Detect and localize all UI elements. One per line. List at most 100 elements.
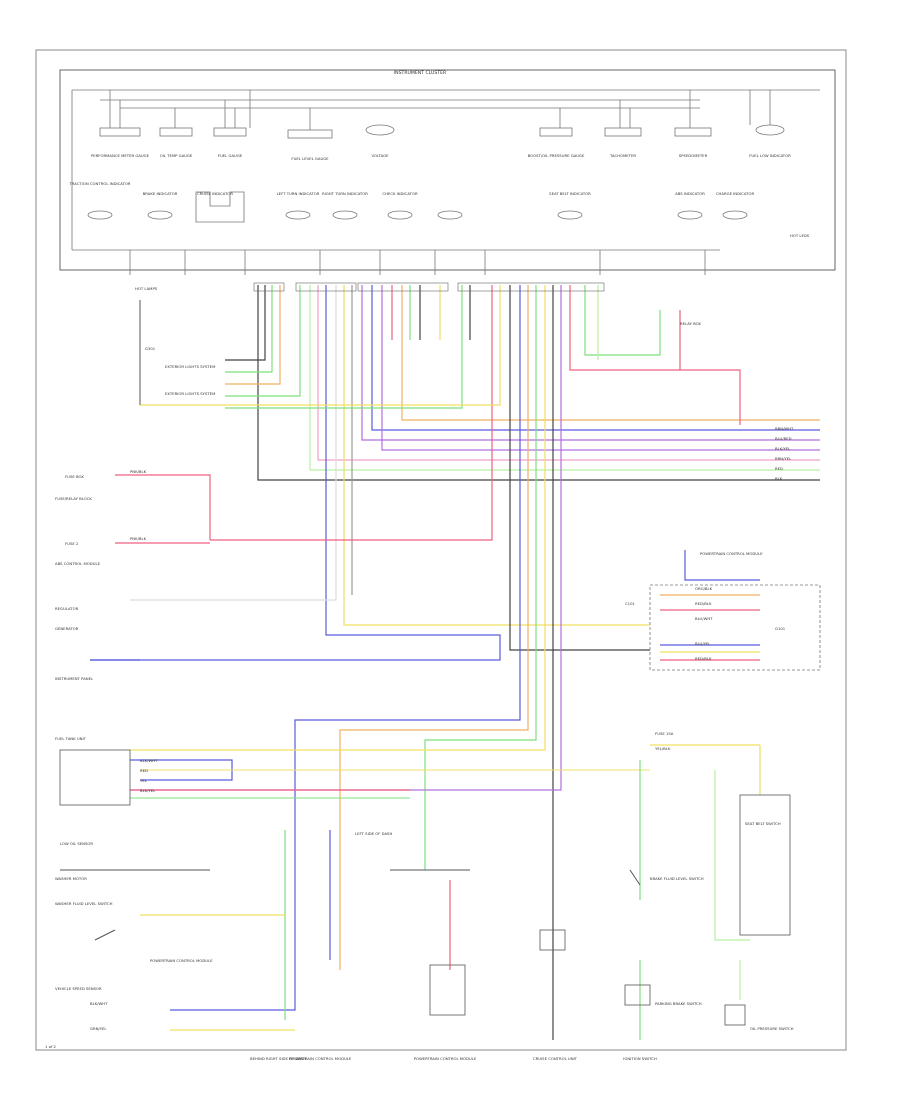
right-wire-label-0: BRN/WHT: [775, 426, 794, 431]
indicator-label-7: ABS INDICATOR: [675, 191, 705, 196]
instrument-cluster-title: INSTRUMENT CLUSTER: [394, 70, 447, 76]
pcm-left-sub-label: BEHIND RIGHT SIDE OF DASH: [250, 1056, 306, 1061]
wire-red-2: [210, 285, 493, 541]
indicator-bulb-3: [285, 210, 311, 220]
wire-black-5: [509, 285, 650, 651]
indicator-bulb-5: [387, 210, 413, 220]
wire-violet-1: [361, 285, 820, 441]
indicator-bulb-4: [332, 210, 358, 220]
wire-black-2: [225, 285, 266, 361]
outer-frame: [35, 49, 847, 1051]
seat-belt-label: SEAT BELT SWITCH: [745, 821, 781, 826]
page-number: 1 of 2: [45, 1044, 56, 1049]
fuel-tank-wire-3: BLK/YEL: [140, 788, 156, 793]
oil-pressure-label: OIL PRESSURE SWITCH: [750, 1026, 794, 1031]
wire-red-3: [569, 285, 680, 371]
wire-orange-1: [225, 285, 281, 385]
seat-belt-box: [739, 794, 791, 936]
gauge-label-7: SPEEDOMETER: [679, 153, 708, 158]
gauge-label-6: TACHOMETER: [609, 153, 636, 158]
fuel-tank-label: FUEL TANK UNIT: [55, 736, 87, 741]
brake-sw-label: BRAKE FLUID LEVEL SWITCH: [650, 876, 704, 881]
indicator-label-1: BRAKE INDICATOR: [143, 191, 178, 196]
cruise-label: CRUISE CONTROL UNIT: [533, 1056, 578, 1061]
fuel-tank-wire-2: YEL: [140, 778, 148, 783]
indicator-bulb-7: [557, 210, 583, 220]
gauge-label-5: BOOST/OIL PRESSURE GAUGE: [528, 153, 585, 158]
pcm-pin-0: ORG/BLK: [695, 586, 713, 591]
ext-lights-2-label: EXTERIOR LIGHTS SYSTEM: [165, 391, 215, 396]
generator-label: GENERATOR: [55, 626, 79, 631]
right-wire-label-2: BLK/YEL: [775, 446, 791, 451]
hot-lamps-label: HOT LAMPS: [135, 286, 158, 291]
indicator-label-4: RIGHT TURN INDICATOR: [322, 191, 368, 196]
connector-row: [253, 282, 605, 292]
fuel-tank-wire-0: BLK/WHT: [140, 758, 158, 763]
g301-label: G301: [145, 346, 156, 351]
wire-blue-2: [371, 285, 820, 431]
wash-fluid-switch: [94, 929, 116, 941]
fuse-2-wire-label: PNK/BLK: [130, 536, 147, 541]
brake-sw-switch: [629, 869, 641, 886]
indicator-bulb-9: [722, 210, 748, 220]
pcm-pin-1: RED/BLK: [695, 601, 712, 606]
gauge-boost-oil: [539, 127, 573, 137]
wire-yellow-3: [140, 285, 501, 406]
wire-green-2: [225, 285, 301, 397]
ext-lights-1-label: EXTERIOR LIGHTS SYSTEM: [165, 364, 215, 369]
pcm-right-label: POWERTRAIN CONTROL MODULE: [700, 551, 763, 556]
pcm-bottom2-label: POWERTRAIN CONTROL MODULE: [414, 1056, 477, 1061]
connector-4: [457, 282, 605, 292]
indicator-bulbs: [87, 191, 748, 223]
indicator-bulb-8: [677, 210, 703, 220]
wire-yellow-4: [130, 285, 546, 751]
wire-lightgreen-1: [309, 285, 820, 471]
indicator-label-5: CHECK INDICATOR: [382, 191, 418, 196]
right-wire-label-1: BLU/RED: [775, 436, 792, 441]
wire-red-5: [200, 474, 211, 540]
fuse-r-wire-label: YEL/BLK: [655, 746, 671, 751]
indicator-bulb-6: [437, 210, 463, 220]
gauge-label-2: FUEL GAUGE: [218, 153, 243, 158]
left-side-label: LEFT SIDE OF DASH: [355, 831, 392, 836]
wire-harness: [90, 285, 820, 1040]
wire-green-1: [225, 285, 273, 373]
cruise-box: [539, 929, 566, 951]
parking-sw-box: [624, 984, 651, 1006]
pcm-left-label: POWERTRAIN CONTROL MODULE: [150, 958, 213, 963]
fuse-r-label: FUSE 15A: [655, 731, 674, 736]
wire-orange-3: [339, 285, 529, 970]
gauge-speedometer: [674, 127, 712, 137]
indicator-label-3: LEFT TURN INDICATOR: [277, 191, 320, 196]
gauge-label-0: PERFORMANCE METER GAUGE: [91, 153, 150, 158]
vss-label: VEHICLE SPEED SENSOR: [55, 986, 102, 991]
instrument-cluster-box: [59, 69, 836, 271]
wire-red-4: [679, 310, 741, 425]
wire-violet-2: [381, 285, 820, 451]
indicator-bulb-0: [87, 210, 113, 220]
pcm-bottom-label: POWERTRAIN CONTROL MODULE: [289, 1056, 352, 1061]
low-oil-label: LOW OIL SENSOR: [60, 841, 93, 846]
relay-box-label: RELAY BOX: [680, 321, 701, 326]
regulator-label: REGULATOR: [55, 606, 79, 611]
connector-1: [253, 282, 285, 292]
wire-orange-2: [401, 285, 820, 421]
gauge-fuel-level: [287, 129, 333, 139]
pcm-right-box: [649, 584, 821, 671]
gauge-performance-meter: [99, 127, 141, 137]
connector-2: [295, 282, 357, 292]
connector-3: [357, 282, 449, 292]
hot-leds-label: HOT LEDS: [790, 233, 810, 238]
gauge-fuel: [213, 127, 247, 137]
indicator-bulb-2: [195, 191, 245, 223]
pcm-bottom2-box: [429, 964, 466, 1016]
wire-black-1: [257, 285, 820, 481]
wire-blue-3: [170, 285, 521, 1011]
g101-label: G101: [775, 626, 786, 631]
indicator-label-8: CHARGE INDICATOR: [716, 191, 755, 196]
wire-green-4: [225, 285, 463, 409]
pcm-pin-4: RED/BLK: [695, 656, 712, 661]
inst-panel-label: INSTRUMENT PANEL: [55, 676, 94, 681]
ignition-label: IGNITION SWITCH: [623, 1056, 657, 1061]
